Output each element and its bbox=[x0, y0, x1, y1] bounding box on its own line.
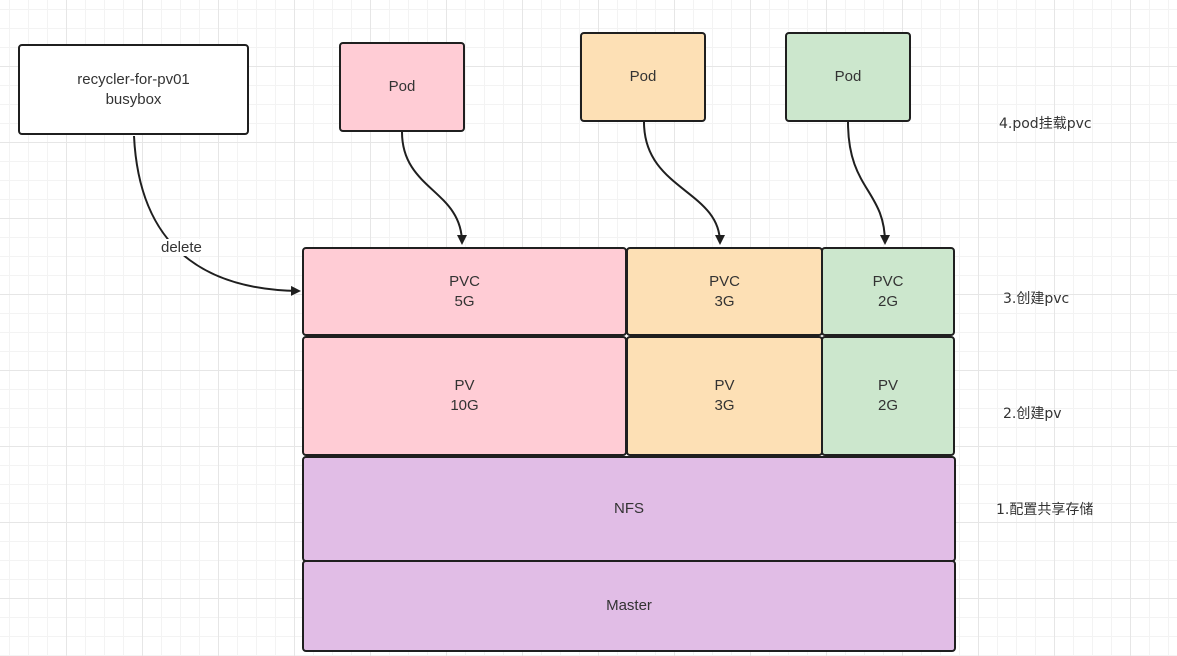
pvc-3g-size: 3G bbox=[714, 292, 735, 310]
pvc-2g-name: PVC bbox=[872, 272, 904, 290]
pv-10g-node[interactable]: PV 10G bbox=[302, 336, 627, 456]
master-node[interactable]: Master bbox=[302, 560, 956, 652]
arrow-pod3-to-pvc2g bbox=[847, 121, 890, 245]
pv-3g-node[interactable]: PV 3G bbox=[626, 336, 823, 456]
pv-10g-size: 10G bbox=[450, 397, 479, 414]
pod-node-2[interactable]: Pod bbox=[580, 32, 706, 122]
pod-label-1: Pod bbox=[388, 78, 416, 95]
pv-2g-node[interactable]: PV 2G bbox=[821, 336, 955, 456]
pod-node-1[interactable]: Pod bbox=[339, 42, 465, 132]
pv-3g-size: 3G bbox=[714, 397, 735, 414]
delete-edge-label: delete bbox=[157, 239, 206, 256]
nfs-label: NFS bbox=[614, 500, 644, 517]
pod-label-2: Pod bbox=[629, 68, 657, 85]
recycler-pod-node[interactable]: recycler-for-pv01 busybox bbox=[18, 44, 249, 135]
pv-2g-name: PV bbox=[877, 377, 898, 394]
arrow-pod2-to-pvc3g bbox=[643, 121, 725, 245]
pv-10g-name: PV bbox=[454, 377, 475, 394]
arrow-recycler-delete-to-pvc5g bbox=[133, 135, 301, 296]
pod-node-3[interactable]: Pod bbox=[785, 32, 911, 122]
recycler-pod-image: busybox bbox=[105, 90, 162, 108]
pvc-3g-name: PVC bbox=[709, 272, 740, 290]
pvc-2g-node[interactable]: PVC 2G bbox=[821, 247, 955, 336]
step1-note: 1.配置共享存储 bbox=[996, 502, 1094, 518]
pvc-5g-size: 5G bbox=[454, 292, 475, 310]
pvc-5g-node[interactable]: PVC 5G bbox=[302, 247, 627, 336]
arrow-pod1-to-pvc5g bbox=[401, 131, 467, 245]
nfs-node[interactable]: NFS bbox=[302, 456, 956, 562]
pvc-2g-size: 2G bbox=[877, 292, 898, 310]
pod-label-3: Pod bbox=[834, 68, 862, 85]
recycler-pod-name: recycler-for-pv01 bbox=[77, 70, 190, 88]
pv-2g-size: 2G bbox=[877, 397, 898, 414]
master-label: Master bbox=[606, 597, 652, 614]
step2-note: 2.创建pv bbox=[1003, 406, 1062, 422]
pvc-3g-node[interactable]: PVC 3G bbox=[626, 247, 823, 336]
step4-note: 4.pod挂载pvc bbox=[999, 116, 1092, 132]
step3-note: 3.创建pvc bbox=[1003, 291, 1070, 307]
pv-3g-name: PV bbox=[714, 377, 735, 394]
pvc-5g-name: PVC bbox=[449, 272, 480, 290]
